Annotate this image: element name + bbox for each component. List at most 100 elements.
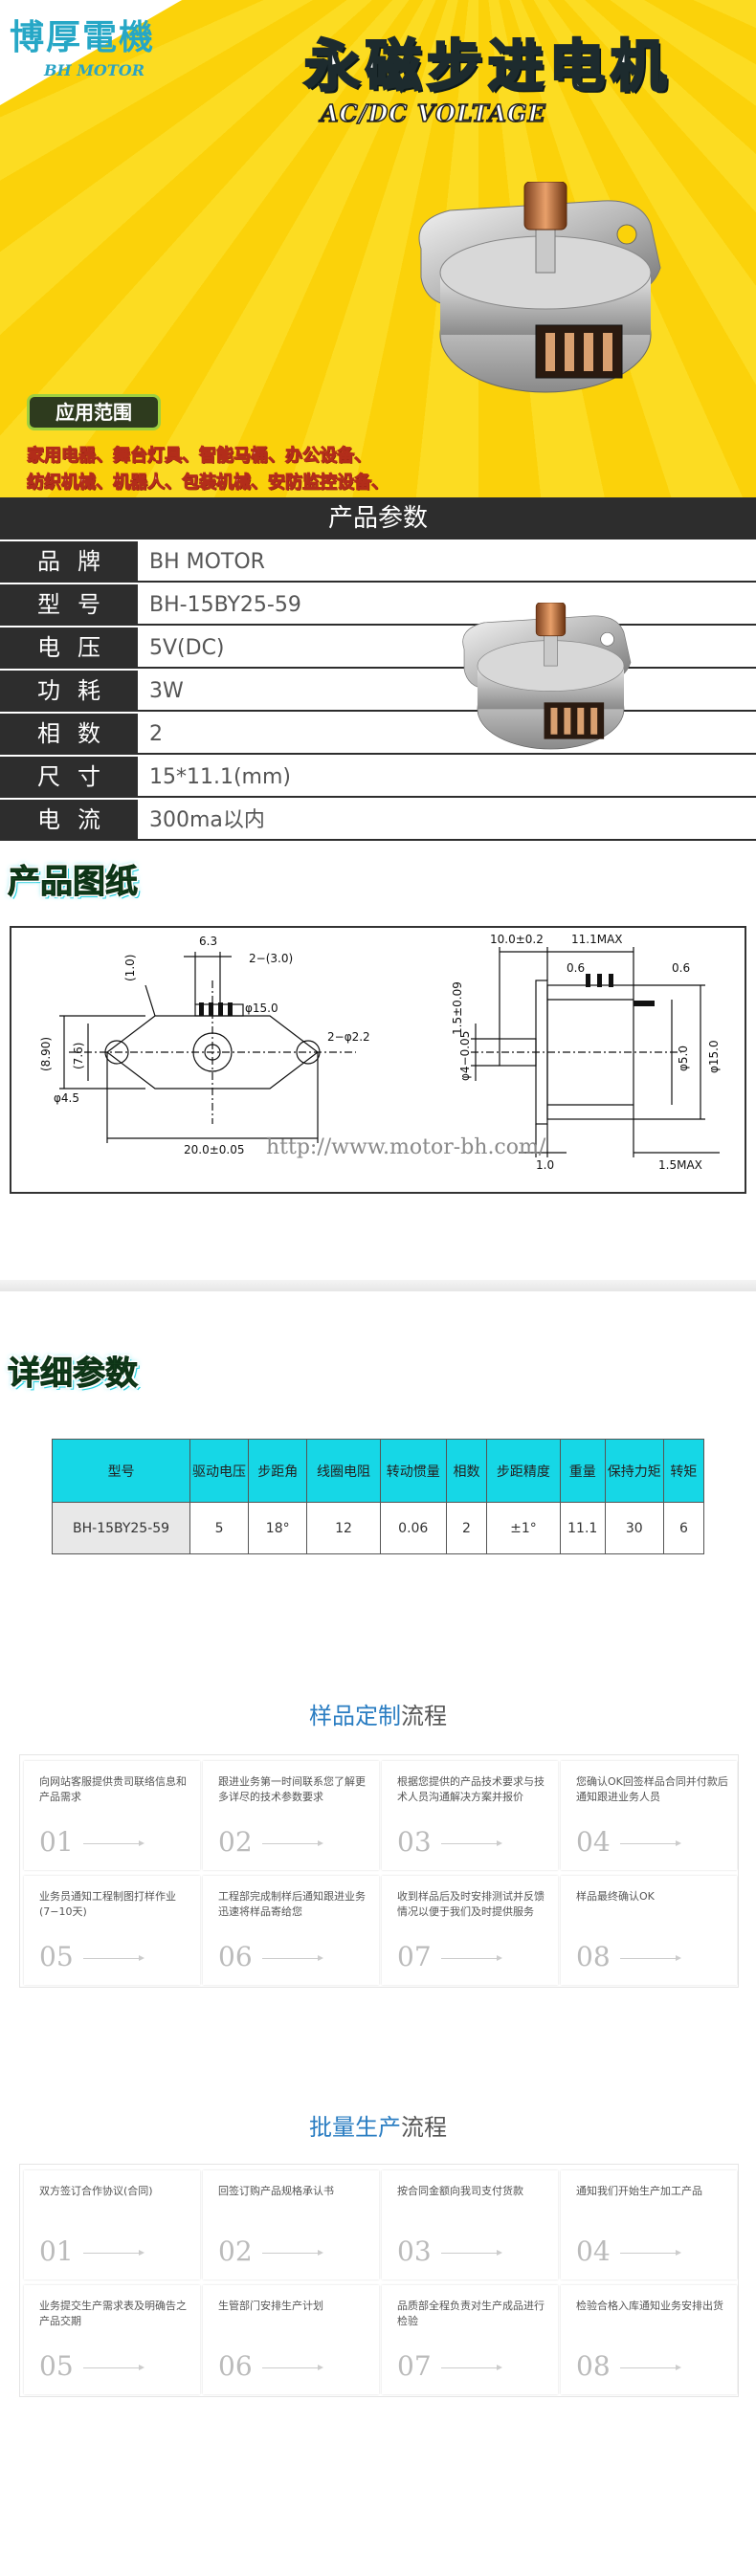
param-row: 型号 BH-15BY25-59 bbox=[0, 584, 756, 626]
sample-flow-title: 样品定制流程 bbox=[0, 1697, 756, 1730]
arrow-right-icon bbox=[262, 1840, 323, 1846]
arrow-right-icon bbox=[620, 1840, 681, 1846]
flow-step-number: 05 bbox=[39, 1941, 74, 1972]
dim-r4: 0.6 bbox=[672, 961, 690, 975]
flow-step-text: 双方签订合作协议(合同) bbox=[39, 2185, 153, 2197]
spec-value-cell: 2 bbox=[445, 1502, 488, 1554]
flow-step: 业务员通知工程制图打样作业(7−10天) 05 bbox=[24, 1876, 200, 1985]
spec-header-cell: 转动惯量 bbox=[379, 1439, 447, 1503]
flow-step-text: 您确认OK回签样品合同并付款后通知跟进业务人员 bbox=[576, 1775, 728, 1803]
flow-step-text: 收到样品后及时安排测试并反馈情况以便于我们及时提供服务 bbox=[397, 1890, 545, 1918]
param-label: 电流 bbox=[0, 800, 138, 841]
banner-subtitle: AC/DC VOLTAGE bbox=[320, 99, 546, 128]
spec-value-cell: ±1° bbox=[486, 1502, 561, 1554]
flow-step-text: 业务员通知工程制图打样作业(7−10天) bbox=[39, 1890, 176, 1918]
dim-r9: 1.0 bbox=[536, 1158, 554, 1172]
flow-step-number: 06 bbox=[218, 2350, 253, 2382]
dim-4: φ15.0 bbox=[245, 1002, 278, 1015]
spec-section-title: 详细参数 bbox=[8, 1354, 139, 1394]
flow-step: 生管部门安排生产计划 06 bbox=[203, 2285, 379, 2394]
spec-value-cell: BH-15BY25-59 bbox=[51, 1502, 191, 1554]
arrow-right-icon bbox=[262, 2365, 323, 2370]
spec-header-cell: 相数 bbox=[445, 1439, 488, 1503]
dim-r8: φ15.0 bbox=[707, 1040, 721, 1073]
arrow-right-icon bbox=[441, 1840, 502, 1846]
motor-image-small bbox=[462, 603, 632, 750]
dim-r5: 1.5±0.09 bbox=[451, 981, 464, 1035]
param-value: 15*11.1(mm) bbox=[149, 765, 292, 789]
flow-step-text: 生管部门安排生产计划 bbox=[218, 2300, 323, 2312]
arrow-right-icon bbox=[620, 1955, 681, 1961]
flow-step-text: 跟进业务第一时间联系您了解更多详尽的技术参数要求 bbox=[218, 1775, 366, 1803]
section-divider bbox=[0, 1280, 756, 1291]
param-label: 尺寸 bbox=[0, 757, 138, 798]
flow-step-text: 检验合格入库通知业务安排出货 bbox=[576, 2300, 723, 2312]
flow-step-number: 08 bbox=[576, 1941, 611, 1972]
drawing-section-title: 产品图纸 bbox=[8, 863, 139, 902]
arrow-right-icon bbox=[83, 2250, 145, 2256]
flow-step: 双方签订合作协议(合同)01 bbox=[24, 2170, 200, 2279]
flow-step-number: 05 bbox=[39, 2350, 74, 2382]
website-watermark: http://www.motor-bh.com/ bbox=[266, 1135, 546, 1159]
flow-step: 跟进业务第一时间联系您了解更多详尽的技术参数要求 02 bbox=[203, 1761, 379, 1870]
arrow-right-icon bbox=[83, 2365, 145, 2370]
param-label: 相数 bbox=[0, 714, 138, 755]
flow-step-number: 07 bbox=[397, 1941, 432, 1972]
spec-value-cell: 11.1 bbox=[559, 1502, 606, 1554]
flow-step-number: 04 bbox=[576, 1826, 611, 1858]
motor-image bbox=[418, 182, 661, 393]
brand-logo-subtitle: BH MOTOR bbox=[44, 61, 145, 79]
dim-r3: 0.6 bbox=[567, 961, 585, 975]
spec-header-cell: 保持力矩 bbox=[604, 1439, 664, 1503]
param-value: BH-15BY25-59 bbox=[149, 593, 301, 617]
param-value: 5V(DC) bbox=[149, 636, 225, 660]
spec-header-cell: 线圈电阻 bbox=[306, 1439, 381, 1503]
flow-step-text: 向网站客服提供贵司联络信息和产品需求 bbox=[39, 1775, 187, 1803]
flow-step: 收到样品后及时安排测试并反馈情况以便于我们及时提供服务 07 bbox=[382, 1876, 558, 1985]
flow-step-number: 08 bbox=[576, 2350, 611, 2382]
application-badge: 应用范围 bbox=[27, 394, 161, 430]
dim-r2: 11.1MAX bbox=[571, 933, 623, 946]
spec-value-cell: 18° bbox=[247, 1502, 308, 1554]
technical-drawing: 6.3 2−(3.0) (1.0) φ15.0 (8.90) (7.6) 2−φ… bbox=[10, 926, 746, 1194]
batch-flow-title-highlight: 批量生产 bbox=[309, 2114, 401, 2141]
arrow-right-icon bbox=[262, 2250, 323, 2256]
arrow-right-icon bbox=[620, 2250, 681, 2256]
flow-step-text: 回签订购产品规格承认书 bbox=[218, 2185, 334, 2197]
param-row: 功耗 3W bbox=[0, 671, 756, 712]
param-value: 3W bbox=[149, 679, 184, 703]
dim-6: (7.6) bbox=[72, 1043, 85, 1069]
param-label: 品牌 bbox=[0, 541, 138, 583]
flow-step-number: 03 bbox=[397, 2235, 432, 2267]
spec-value-cell: 5 bbox=[189, 1502, 249, 1554]
spec-header-cell: 型号 bbox=[51, 1439, 191, 1503]
flow-step-number: 04 bbox=[576, 2235, 611, 2267]
dim-3: (1.0) bbox=[123, 955, 137, 981]
dim-r1: 10.0±0.2 bbox=[490, 933, 544, 946]
sample-flow-title-rest: 流程 bbox=[401, 1703, 447, 1729]
arrow-right-icon bbox=[441, 1955, 502, 1961]
flow-step: 您确认OK回签样品合同并付款后通知跟进业务人员 04 bbox=[561, 1761, 737, 1870]
dim-2: 2−(3.0) bbox=[249, 952, 293, 965]
flow-step-number: 02 bbox=[218, 1826, 253, 1858]
flow-step-text: 按合同金额向我司支付货款 bbox=[397, 2185, 523, 2197]
param-label: 功耗 bbox=[0, 671, 138, 712]
sample-flow-title-highlight: 样品定制 bbox=[309, 1703, 401, 1729]
param-label: 型号 bbox=[0, 584, 138, 626]
flow-step-text: 品质部全程负责对生产成品进行检验 bbox=[397, 2300, 545, 2327]
flow-step-number: 07 bbox=[397, 2350, 432, 2382]
spec-header-cell: 转矩 bbox=[662, 1439, 705, 1503]
spec-header-cell: 驱动电压 bbox=[189, 1439, 249, 1503]
banner-title: 永磁步进电机 bbox=[302, 33, 673, 100]
flow-step: 品质部全程负责对生产成品进行检验 07 bbox=[382, 2285, 558, 2394]
batch-flow-title: 批量生产流程 bbox=[0, 2108, 756, 2142]
flow-step-text: 根据您提供的产品技术要求与技术人员沟通解决方案并报价 bbox=[397, 1775, 545, 1803]
